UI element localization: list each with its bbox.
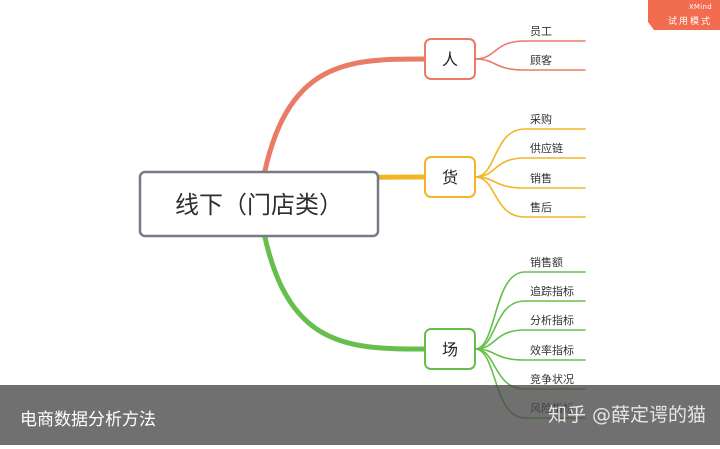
branch-node-label: 人 — [442, 50, 458, 69]
root-node-box — [138, 170, 380, 238]
caption-title: 电商数据分析方法 — [20, 410, 156, 430]
connector-branch-2-child-3 — [474, 348, 586, 361]
watermark-text: 知乎 @薛定谔的猫 — [547, 404, 706, 426]
connector-branch-2-child-0 — [474, 271, 586, 350]
connector-branch-0-child-0 — [474, 40, 586, 60]
caption-bar: 电商数据分析方法 — [0, 385, 720, 445]
leaf-node-label: 竞争状况 — [530, 372, 574, 386]
leaf-node-label: 分析指标 — [530, 313, 574, 327]
branch-node-label: 场 — [442, 340, 458, 359]
connector-branch-0-child-1 — [474, 58, 586, 71]
connector-branch-1-child-3 — [474, 176, 586, 218]
leaf-node-label: 供应链 — [530, 141, 563, 155]
leaf-node-label: 追踪指标 — [530, 284, 574, 298]
leaf-node-label: 销售 — [530, 171, 552, 185]
leaf-node-label: 采购 — [530, 112, 552, 126]
root-node-label: 线下（门店类） — [175, 191, 343, 219]
connector-branch-1-child-1 — [474, 157, 586, 178]
connector-branch-2-child-2 — [474, 329, 586, 350]
branch-node-box — [424, 156, 476, 198]
leaf-node-label: 销售额 — [530, 255, 563, 269]
connector-branch-1-child-0 — [474, 128, 586, 178]
trial-mode-badge: XMind 试用模式 — [648, 0, 720, 30]
leaf-node-label: 顾客 — [530, 53, 552, 67]
branch-node-box — [424, 38, 476, 80]
badge-mode-label: 试用模式 — [667, 17, 712, 27]
connector-root-to-branch-0 — [256, 56, 428, 207]
connector-root-to-branch-2 — [256, 201, 428, 352]
leaf-node-label: 效率指标 — [530, 343, 574, 357]
connector-branch-1-child-2 — [474, 176, 586, 189]
connector-branch-2-child-1 — [474, 300, 586, 350]
leaf-node-label: 售后 — [530, 200, 552, 214]
badge-brand-label: XMind — [688, 3, 712, 11]
leaf-node-label: 员工 — [530, 25, 552, 38]
branch-node-box — [424, 328, 476, 370]
branch-node-label: 货 — [442, 168, 458, 187]
badge-ribbon-shape — [648, 0, 720, 30]
